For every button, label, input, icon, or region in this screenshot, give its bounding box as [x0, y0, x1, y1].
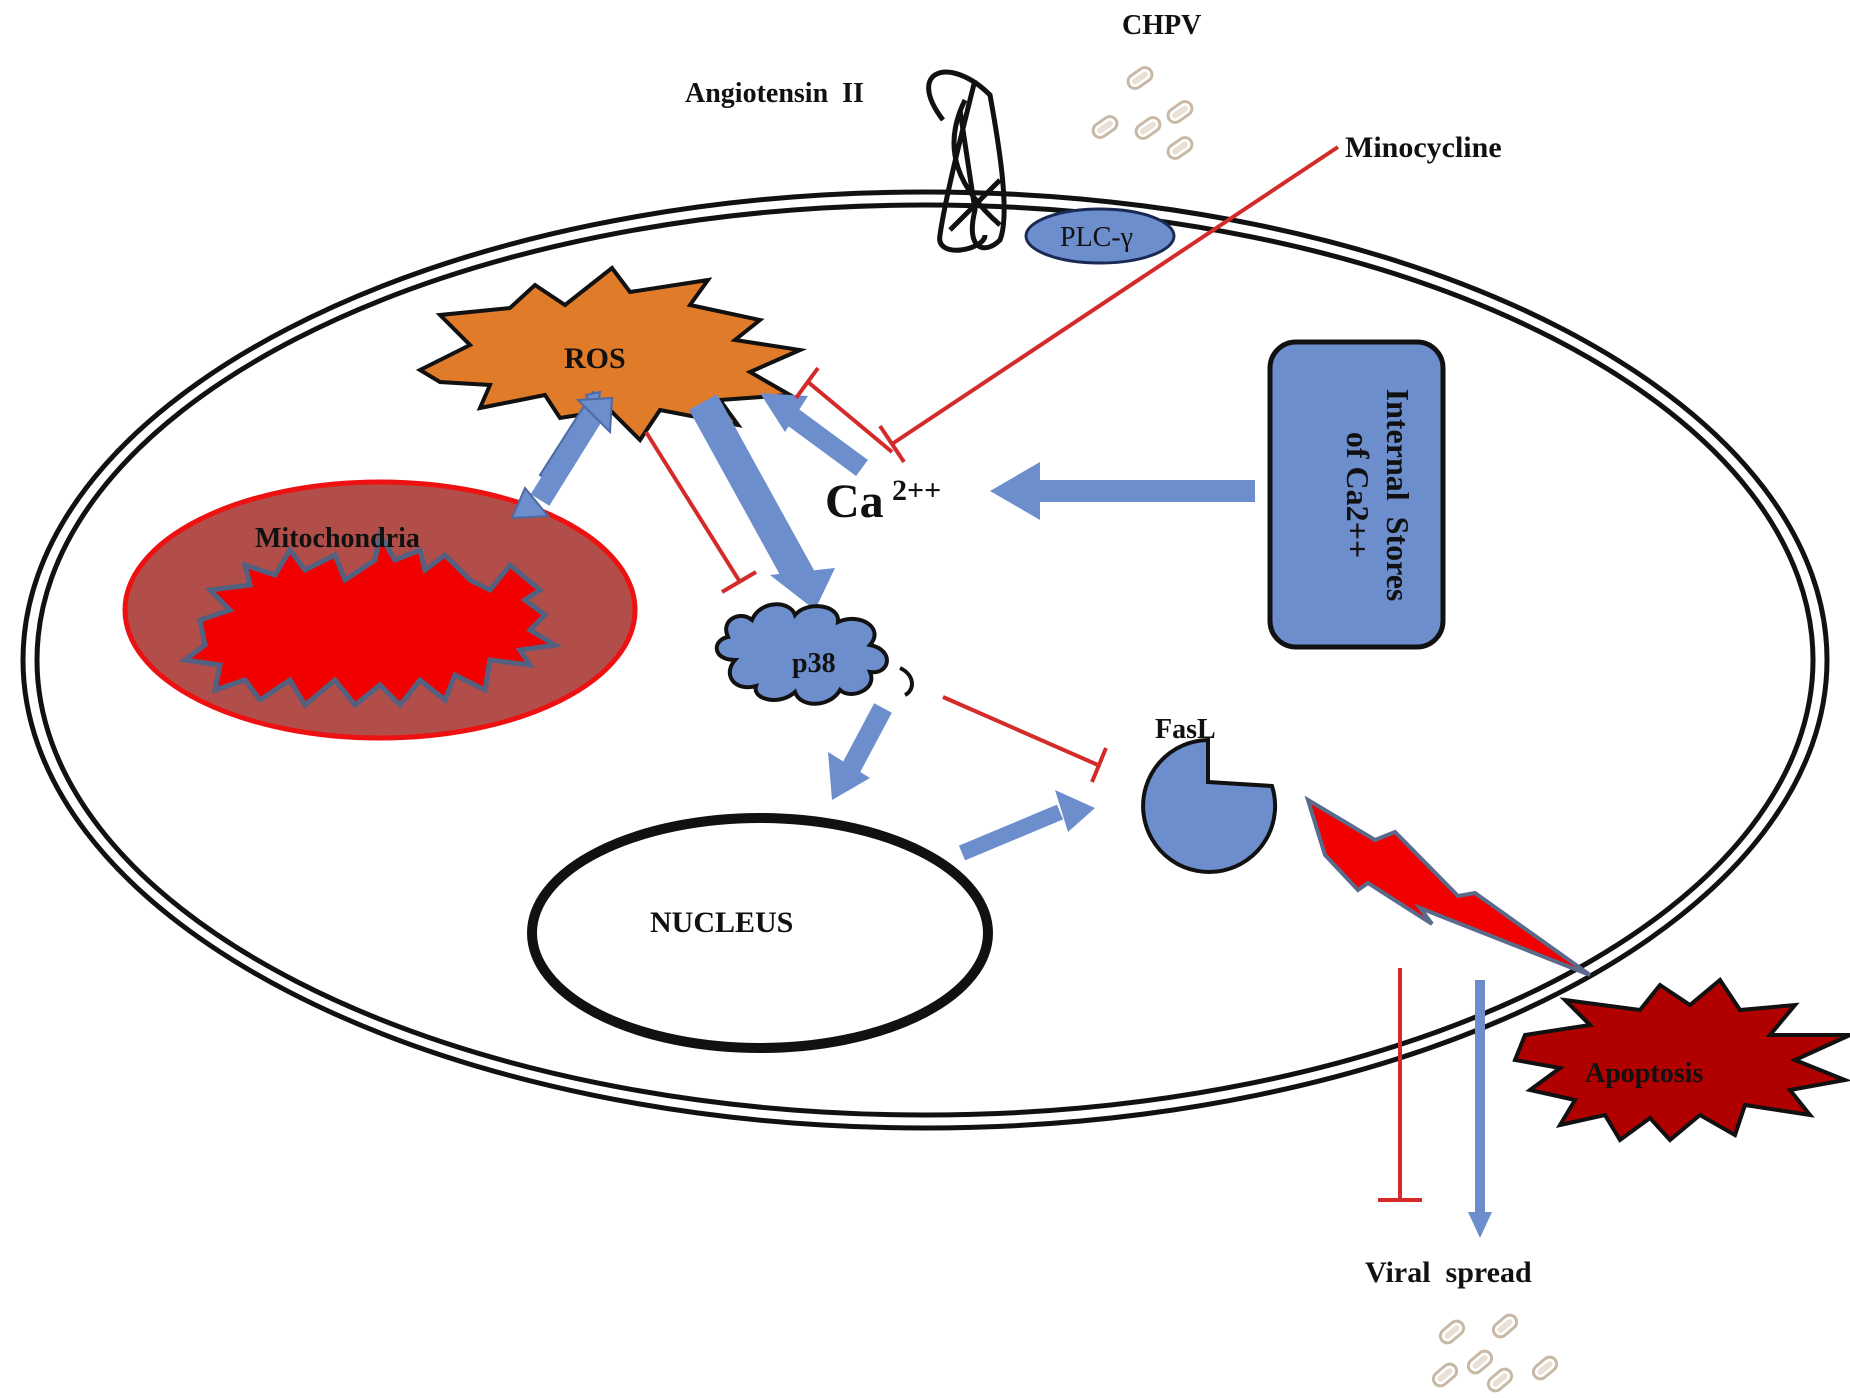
p38-nucleus-arrow: [828, 703, 892, 800]
viral-spread-inhibition: [1378, 968, 1422, 1202]
ca-superscript: 2++: [892, 474, 941, 507]
spread-virus-particles: [1429, 1310, 1561, 1396]
nucleus-label: NUCLEUS: [650, 906, 793, 939]
ca-base: Ca: [825, 475, 884, 528]
apoptosis-label: Apoptosis: [1585, 1058, 1703, 1089]
minocycline-label: Minocycline: [1345, 131, 1502, 164]
plc-gamma-shape: [1024, 207, 1176, 265]
nucleus-fasl-arrow: [958, 790, 1095, 861]
viral-spread-arrow: [1468, 980, 1492, 1238]
ros-shape: [415, 265, 808, 444]
plc-gamma-label: PLC-γ: [1060, 222, 1133, 253]
chpv-virus-particles: [1088, 63, 1197, 163]
ros-mitochondria-arrow: [510, 390, 614, 520]
minocycline-inhibition: [878, 145, 1340, 464]
fasl-label: FasL: [1155, 714, 1216, 745]
ros-p38-inhibition: [644, 430, 758, 594]
mitochondria-label: Mitochondria: [255, 523, 420, 554]
nucleus-shape: [527, 813, 993, 1053]
fasl-shape: [1141, 737, 1278, 874]
ca-ros-inhibition: [794, 366, 894, 454]
mitochondria-cristae: [178, 528, 563, 709]
angiotensin-receptor: [926, 69, 1007, 253]
internal-stores-line2: of Ca2++: [1340, 432, 1376, 558]
ca-label: Ca: [825, 475, 884, 528]
ros-p38-arrow: [688, 394, 835, 610]
internal-stores-line1: Internal Stores: [1380, 389, 1416, 602]
ca-ros-arrow: [760, 393, 868, 477]
internal-stores-box: [1267, 339, 1446, 650]
angiotensin-label: Angiotensin II: [685, 78, 864, 109]
p38-fasl-inhibition: [942, 695, 1108, 783]
p38-shape: [714, 602, 889, 706]
apoptosis-shape: [1512, 977, 1850, 1143]
stores-ca-arrow: [990, 462, 1255, 520]
p38-label: p38: [792, 648, 836, 679]
ros-label: ROS: [564, 342, 626, 375]
lightning-bolt: [1304, 795, 1592, 977]
viral-spread-label: Viral spread: [1365, 1256, 1532, 1289]
chpv-label: CHPV: [1122, 10, 1201, 41]
p38-curl: [899, 666, 914, 697]
